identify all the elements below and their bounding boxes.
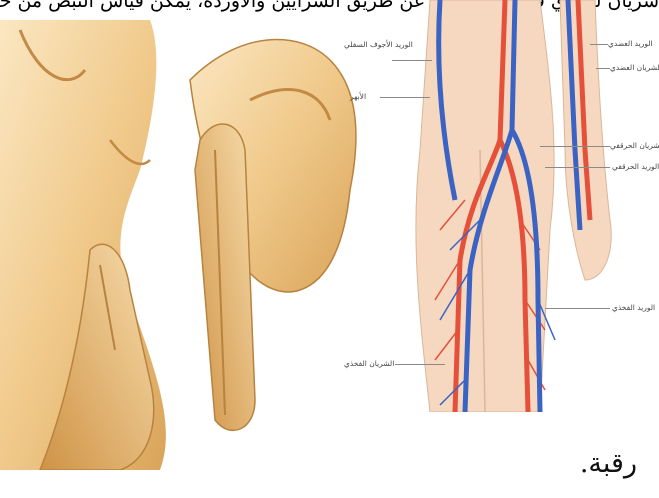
leader-line bbox=[590, 44, 608, 45]
caption-text: رقبة. bbox=[580, 448, 637, 479]
leader-line bbox=[596, 68, 610, 69]
label-aorta: الأبهر bbox=[350, 92, 366, 101]
leader-line bbox=[540, 146, 610, 147]
label-femoral-artery: الشريان الفخذي bbox=[344, 359, 394, 368]
label-inferior-vena-cava: الوريد الأجوف السفلي bbox=[344, 40, 413, 49]
label-brachial-vein: الوريد العضدي bbox=[608, 39, 653, 48]
label-brachial-artery: الشريان العضدي bbox=[610, 63, 659, 72]
leader-line bbox=[395, 364, 445, 365]
leader-line bbox=[545, 167, 610, 168]
circulatory-diagram bbox=[340, 0, 659, 412]
label-iliac-artery: الشريان الحرقفي bbox=[610, 141, 659, 150]
leader-line bbox=[380, 97, 430, 98]
pulse-check-illustration bbox=[0, 20, 375, 470]
two-finger-shape bbox=[195, 124, 255, 430]
label-femoral-vein: الوريد الفخذي bbox=[612, 303, 655, 312]
label-iliac-vein: الوريد الحرقفي bbox=[612, 162, 659, 171]
leader-line bbox=[392, 60, 432, 61]
leader-line bbox=[545, 308, 610, 309]
